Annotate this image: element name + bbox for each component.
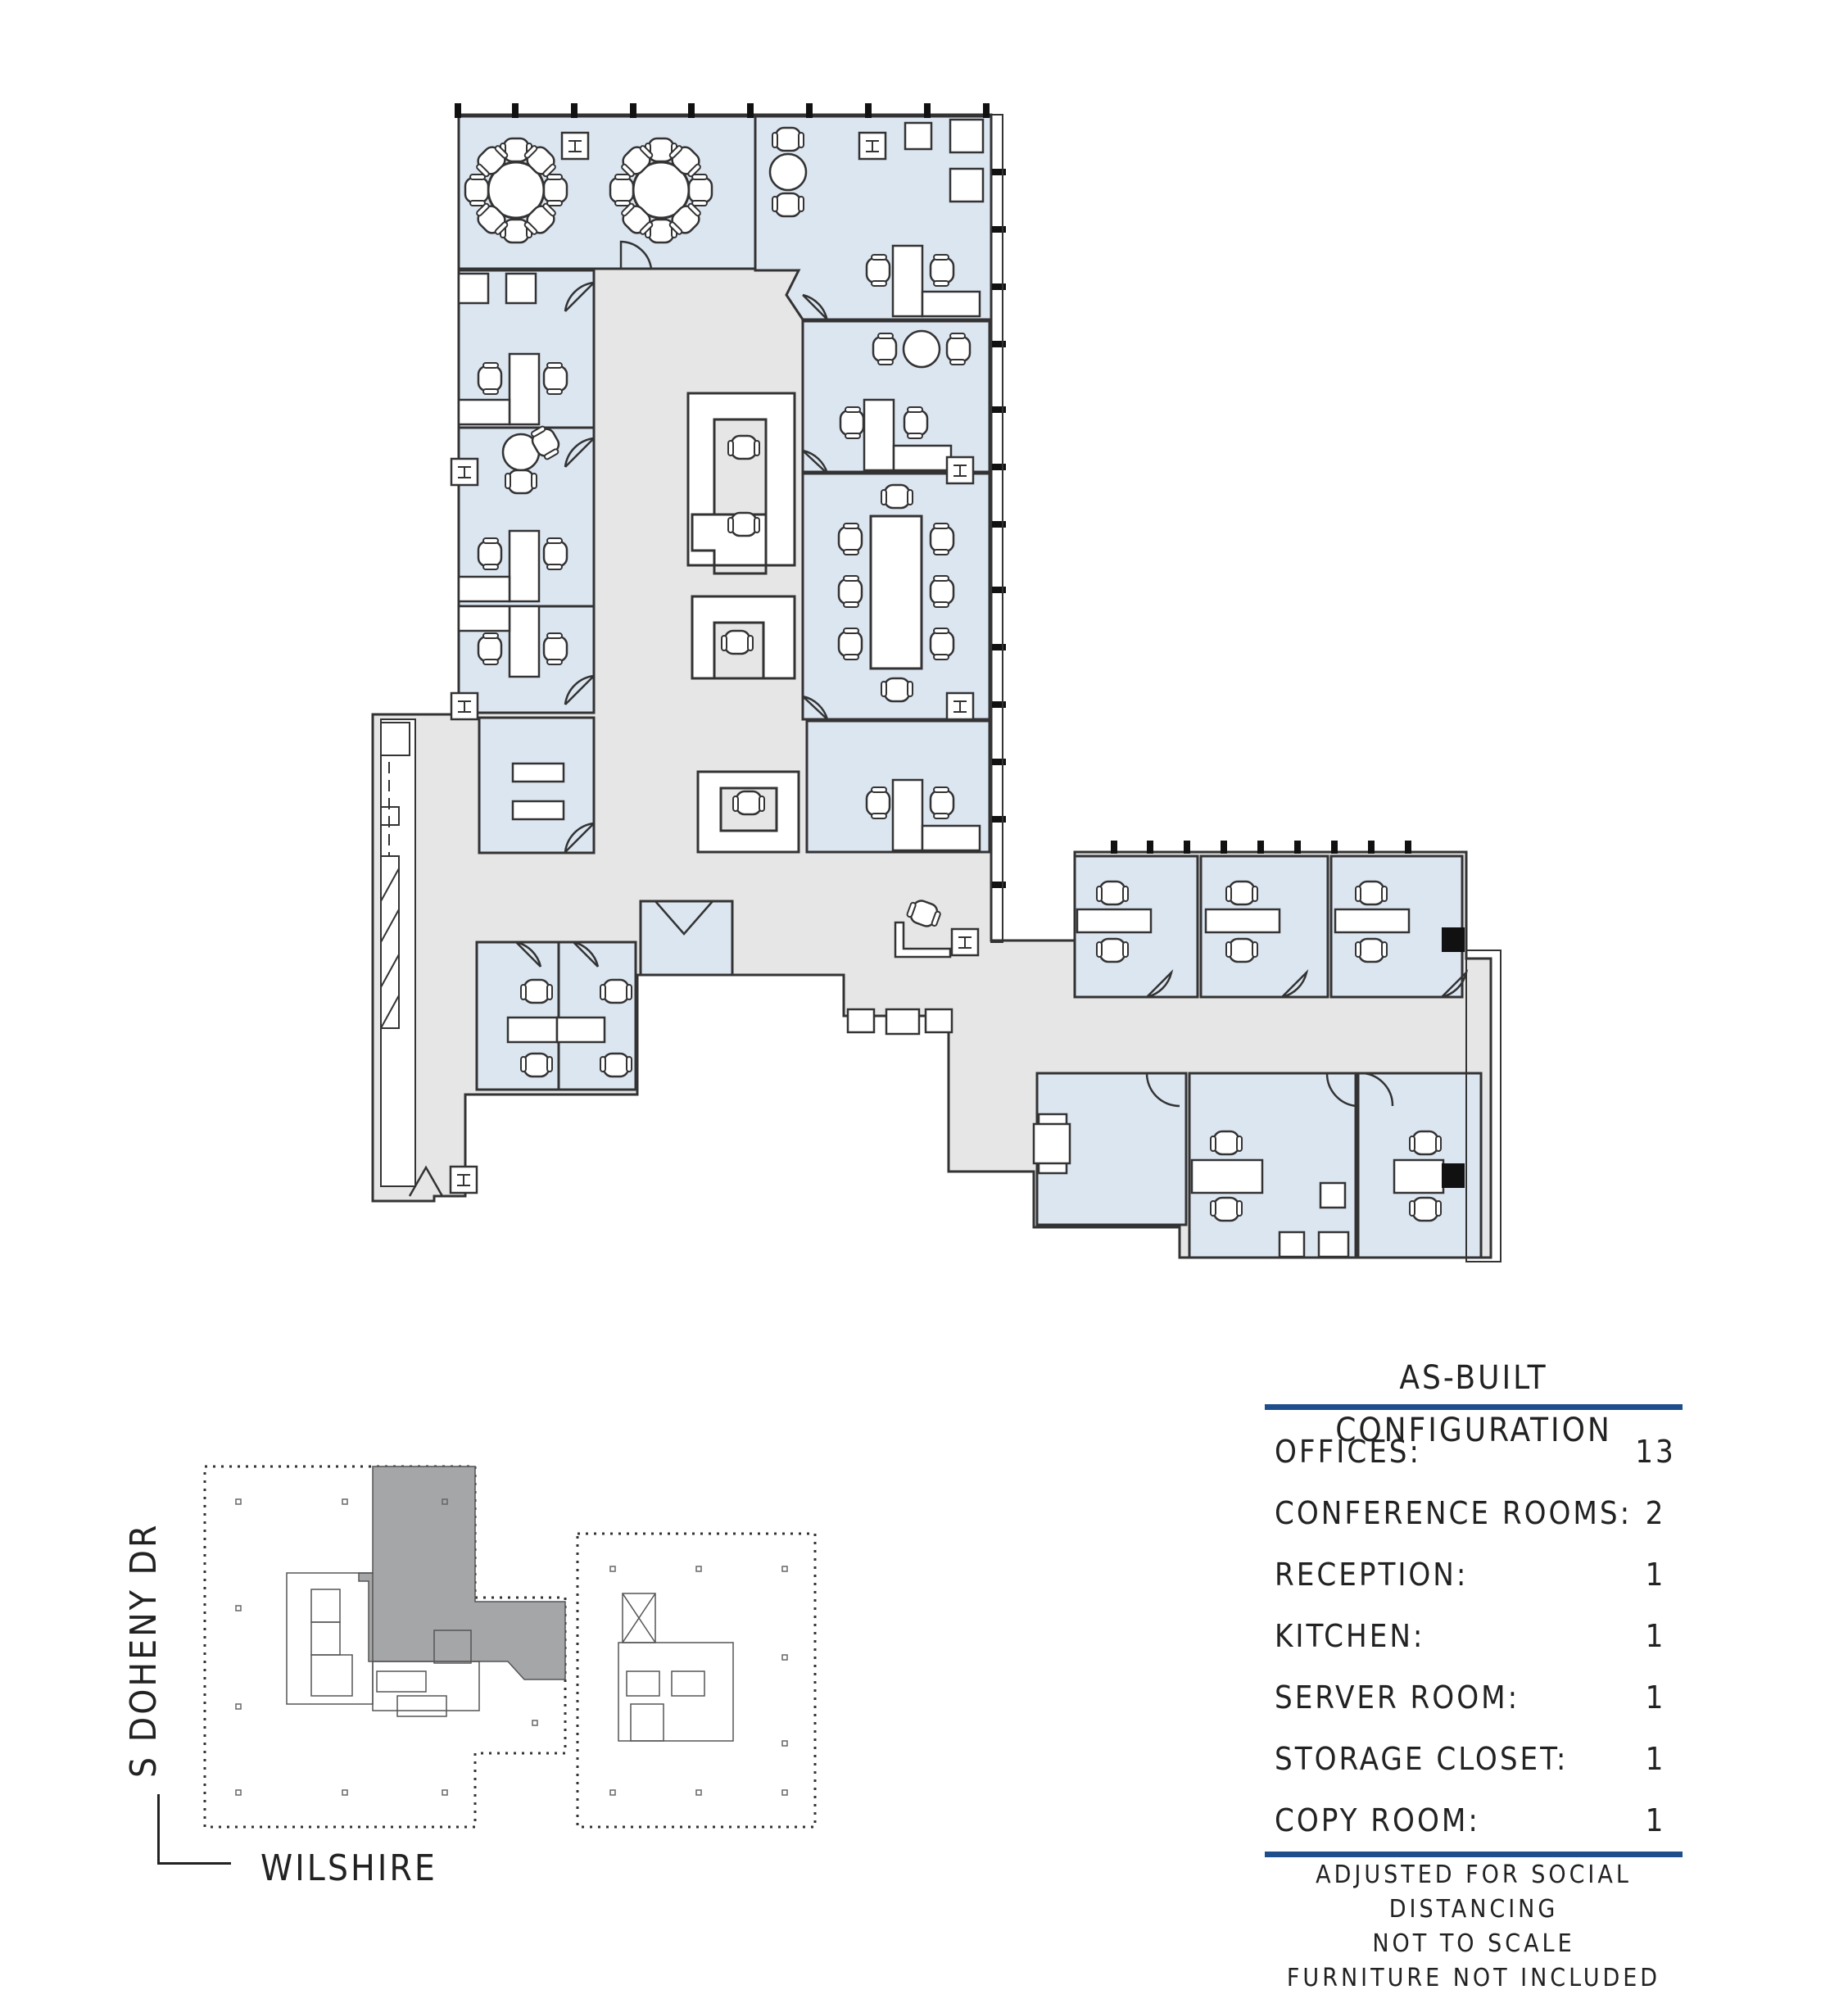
window-mullions	[455, 103, 1465, 1188]
row-value: 1	[1645, 1802, 1666, 1838]
left-shaft	[380, 718, 416, 1187]
row-label: STORAGE CLOSET:	[1275, 1741, 1569, 1777]
building-east-outline	[576, 1532, 817, 1829]
conference-table-large	[837, 483, 955, 703]
row-value: 1	[1645, 1618, 1666, 1654]
street-label-doheny: S DOHENY DR	[123, 1522, 165, 1778]
row-value: 1	[1645, 1557, 1666, 1593]
table-title: AS-BUILT CONFIGURATION	[1335, 1359, 1612, 1449]
table-row: STORAGE CLOSET: 1	[1265, 1729, 1683, 1790]
exterior-wall-right	[990, 114, 1003, 943]
note-not-to-scale: NOT TO SCALE	[1372, 1929, 1575, 1958]
west-corner-marker	[157, 1862, 231, 1865]
building-core-east	[618, 1593, 734, 1742]
building-west-outline	[203, 1465, 567, 1829]
row-label: CONFERENCE ROOMS:	[1275, 1495, 1633, 1531]
table-row: CONFERENCE ROOMS: 2	[1265, 1483, 1683, 1544]
table-rule-top	[1265, 1404, 1683, 1410]
exterior-wall-wing	[1465, 950, 1502, 1262]
row-label: OFFICES:	[1275, 1434, 1422, 1470]
row-value: 13	[1635, 1434, 1676, 1470]
north-corner-marker	[157, 1794, 160, 1865]
table-row: OFFICES: 13	[1265, 1421, 1683, 1483]
row-value: 2	[1645, 1495, 1666, 1531]
office-desks	[457, 118, 1445, 1258]
building-core-west	[286, 1572, 480, 1717]
row-value: 1	[1645, 1741, 1666, 1777]
table-rule-bottom	[1265, 1852, 1683, 1857]
suite-highlight	[358, 1466, 566, 1680]
storage-room	[478, 716, 596, 854]
table-row: COPY ROOM: 1	[1265, 1790, 1683, 1852]
street-label-wilshire: WILSHIRE	[260, 1847, 437, 1889]
floor-plan	[371, 103, 1502, 1262]
table-row: KITCHEN: 1	[1265, 1606, 1683, 1667]
row-label: KITCHEN:	[1275, 1618, 1425, 1654]
row-label: SERVER ROOM:	[1275, 1679, 1520, 1716]
table-row: SERVER ROOM: 1	[1265, 1667, 1683, 1729]
key-map	[203, 1465, 817, 1829]
entry-vestibule	[639, 900, 734, 977]
note-furniture: FURNITURE NOT INCLUDED	[1286, 1964, 1661, 1992]
table-row: RECEPTION: 1	[1265, 1544, 1683, 1606]
configuration-table: AS-BUILT CONFIGURATION OFFICES: 13 CONFER…	[1265, 1352, 1683, 1857]
plan-notes: ADJUSTED FOR SOCIAL DISTANCING NOT TO SC…	[1265, 1858, 1683, 1996]
row-label: RECEPTION:	[1275, 1557, 1469, 1593]
note-social-distancing: ADJUSTED FOR SOCIAL DISTANCING	[1316, 1861, 1632, 1924]
row-label: COPY ROOM:	[1275, 1802, 1480, 1838]
row-value: 1	[1645, 1679, 1666, 1716]
doors	[408, 240, 1469, 1197]
key-map-columns	[235, 1498, 788, 1796]
